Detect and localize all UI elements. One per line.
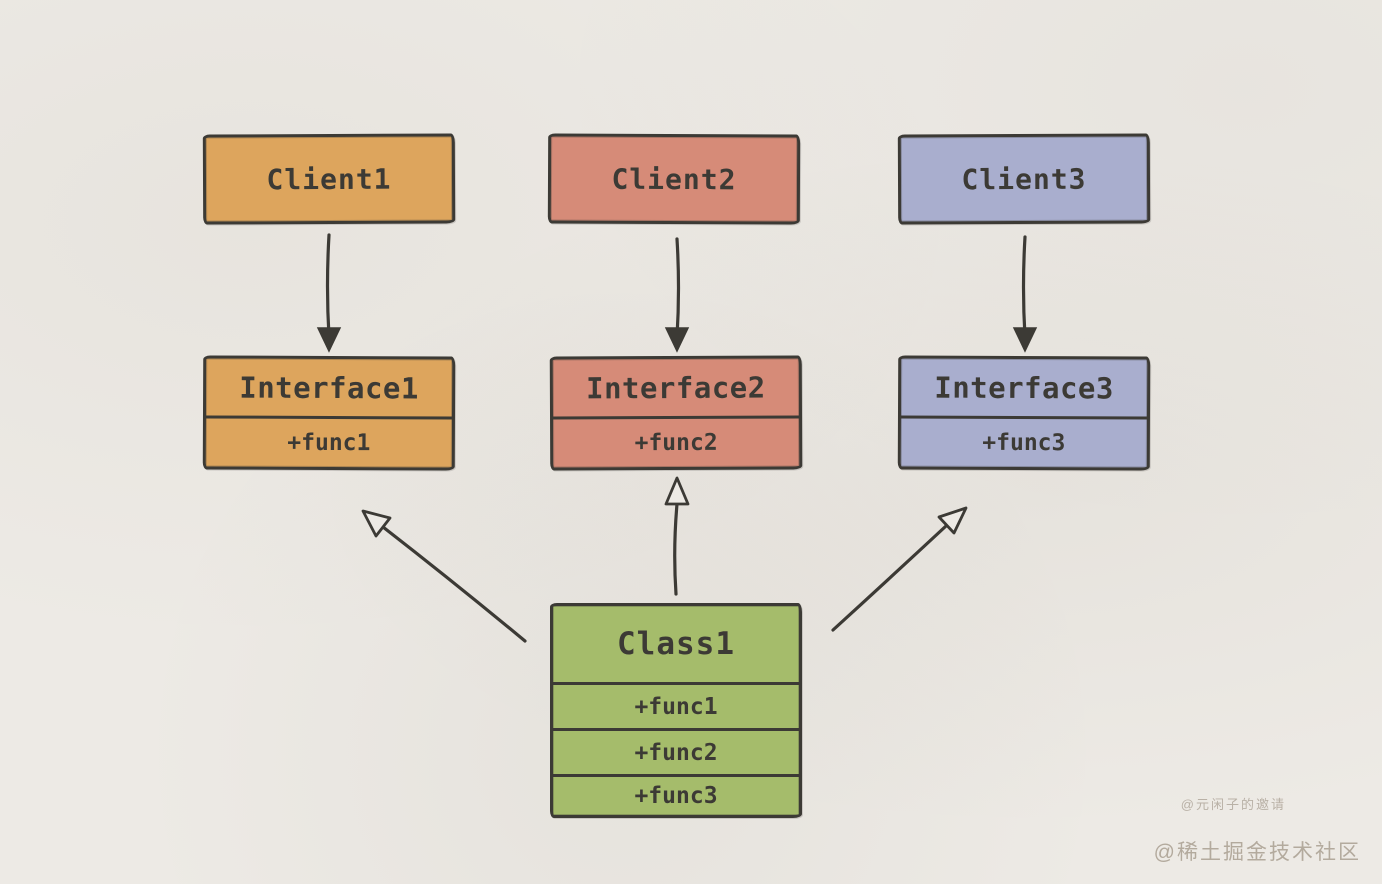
class1-method-1: +func1 xyxy=(553,682,799,728)
arrow-class1-interface3 xyxy=(831,506,968,632)
interface2-method: +func2 xyxy=(634,429,718,457)
arrow-class1-interface1 xyxy=(361,509,527,643)
interface2-box: Interface2 +func2 xyxy=(549,355,803,471)
arrow-client1-interface1 xyxy=(316,233,342,353)
class1-method-2: +func2 xyxy=(553,728,799,774)
class1-method-3: +func3 xyxy=(553,774,799,815)
client1-label: Client1 xyxy=(266,162,392,196)
arrow-client2-interface2 xyxy=(664,237,690,353)
watermark-author: @元闲子的邀请 xyxy=(1180,797,1286,812)
client3-box: Client3 xyxy=(897,133,1151,225)
client1-box: Client1 xyxy=(202,133,456,225)
interface1-method: +func1 xyxy=(287,429,371,457)
interface3-method: +func3 xyxy=(982,429,1066,457)
interface2-title: Interface2 xyxy=(552,358,800,420)
arrow-class1-interface2 xyxy=(664,476,690,596)
class1-box: Class1 +func1 +func2 +func3 xyxy=(550,603,802,818)
arrow-client3-interface3 xyxy=(1012,235,1038,353)
interface1-title: Interface1 xyxy=(205,358,453,420)
interface3-box: Interface3 +func3 xyxy=(897,355,1151,471)
client2-label: Client2 xyxy=(611,162,737,196)
client2-box: Client2 xyxy=(547,133,801,225)
client3-label: Client3 xyxy=(961,162,1087,196)
interface3-title: Interface3 xyxy=(900,358,1148,420)
class1-title: Class1 xyxy=(617,626,735,662)
interface1-box: Interface1 +func1 xyxy=(202,355,456,471)
watermark-community: @稀土掘金技术社区 xyxy=(1153,841,1361,864)
